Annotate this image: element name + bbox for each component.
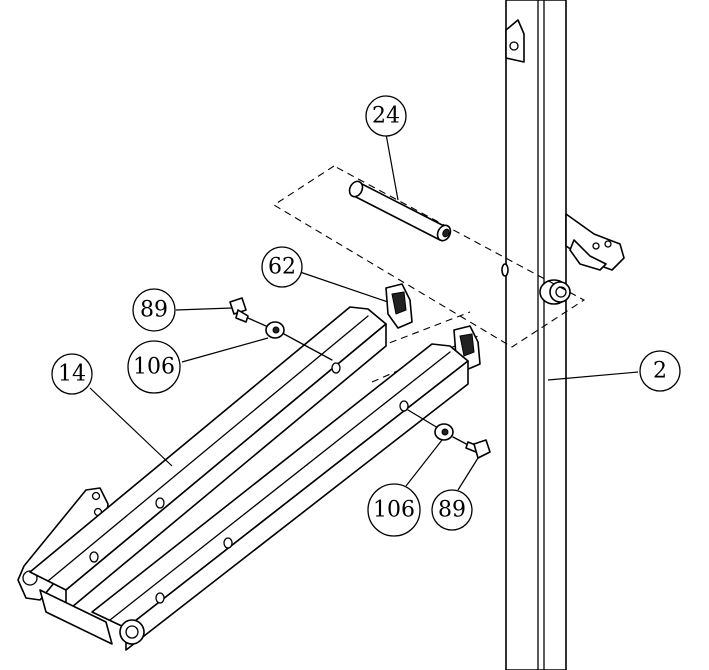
bolt-left	[229, 297, 249, 323]
callout-89-left: 89	[132, 288, 176, 332]
pivot-pin	[348, 180, 452, 242]
callout-14: 14	[51, 353, 93, 395]
callout-2-label: 2	[653, 359, 667, 384]
callout-106-right-label: 106	[373, 498, 415, 523]
arm-frame	[17, 306, 469, 651]
callout-89-right: 89	[431, 489, 473, 531]
callout-106-left-label: 106	[133, 355, 175, 380]
callout-24-label: 24	[372, 104, 400, 129]
callout-89-left-label: 89	[140, 298, 168, 323]
callout-62: 62	[261, 246, 303, 288]
bolt-right	[465, 439, 491, 459]
bushing-left	[385, 283, 413, 329]
callout-62-label: 62	[268, 255, 296, 280]
callout-24: 24	[365, 95, 407, 137]
callout-14-label: 14	[58, 362, 86, 387]
callout-89-right-label: 89	[438, 498, 466, 523]
callout-2: 2	[639, 350, 681, 392]
callout-106-left: 106	[127, 340, 181, 394]
upright-post	[501, 0, 625, 670]
callout-106-right: 106	[367, 483, 421, 537]
pin-alignment-guide	[272, 165, 586, 348]
